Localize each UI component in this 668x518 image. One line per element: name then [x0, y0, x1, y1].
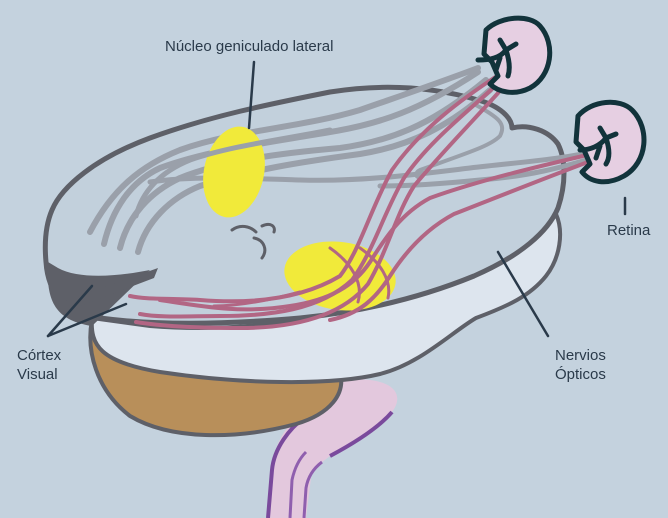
label-retina: Retina	[607, 221, 650, 240]
label-cortex-line2: Visual	[17, 365, 61, 384]
label-cortex-visual: Córtex Visual	[17, 346, 61, 384]
label-cortex-line1: Córtex	[17, 346, 61, 365]
label-nervios-line1: Nervios	[555, 346, 606, 365]
label-nucleo-geniculado: Núcleo geniculado lateral	[165, 37, 333, 56]
eye-lower	[576, 102, 644, 182]
label-nervios-opticos: Nervios Ópticos	[555, 346, 606, 384]
label-nervios-line2: Ópticos	[555, 365, 606, 384]
